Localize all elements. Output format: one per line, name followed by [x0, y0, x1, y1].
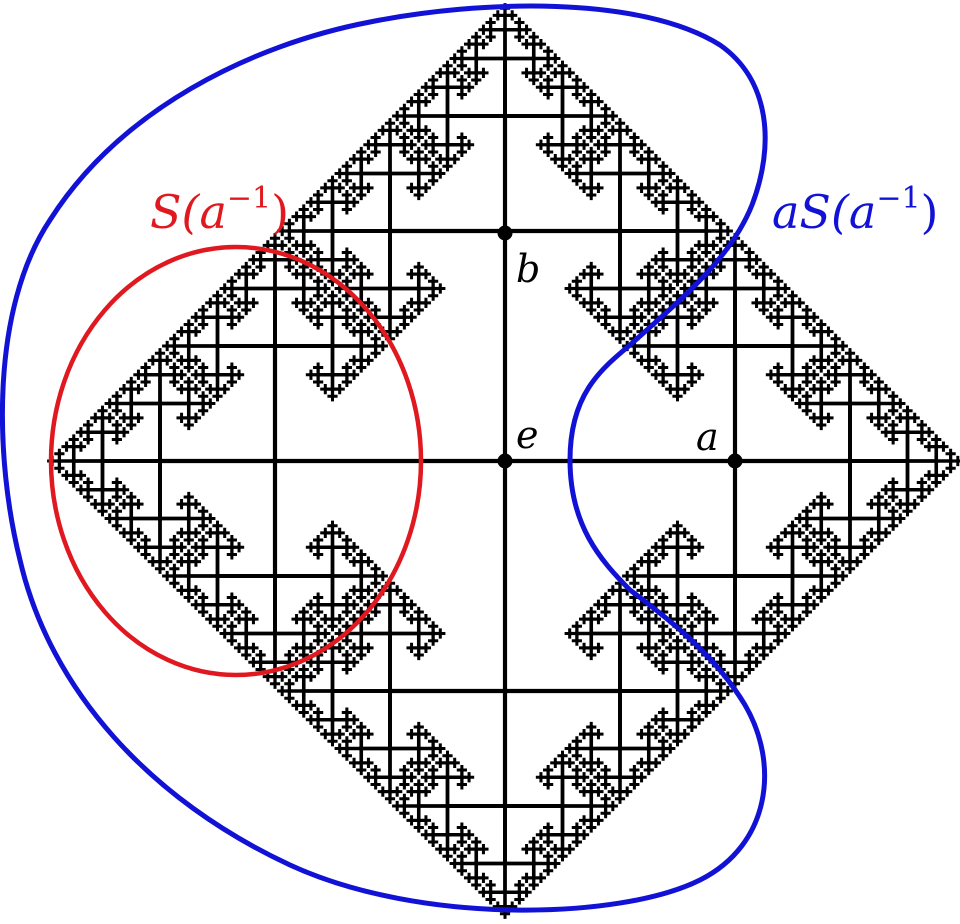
tree-edges-level-2 — [100, 56, 910, 866]
outer-region-boundary — [0, 3, 768, 913]
outer-region-label: aS(a−1) — [772, 181, 939, 239]
tree-edges-level-3 — [71, 27, 939, 895]
outer-label-close: ) — [921, 185, 939, 239]
inner-region-label: S(a−1) — [150, 181, 289, 239]
vertex-b-dot — [497, 225, 513, 241]
vertex-e-dot — [497, 453, 513, 469]
cayley-tree — [47, 3, 960, 919]
tree-edges-level-4 — [57, 13, 953, 909]
vertex-label-a: a — [696, 415, 719, 459]
inner-label-exponent: −1 — [227, 181, 271, 216]
inner-label-close: ) — [271, 185, 289, 239]
inner-label-open: S(a — [150, 185, 227, 239]
outer-label-open: aS(a — [772, 185, 876, 239]
tree-edges-level-0 — [272, 228, 738, 694]
vertex-a-dot — [727, 453, 743, 469]
vertex-label-e: e — [516, 413, 539, 457]
outer-label-exponent: −1 — [876, 181, 920, 216]
tree-edges-level-5 — [50, 6, 960, 916]
vertex-label-b: b — [516, 247, 540, 291]
tree-edges-level-1 — [157, 113, 853, 809]
inner-region-boundary — [48, 244, 424, 678]
